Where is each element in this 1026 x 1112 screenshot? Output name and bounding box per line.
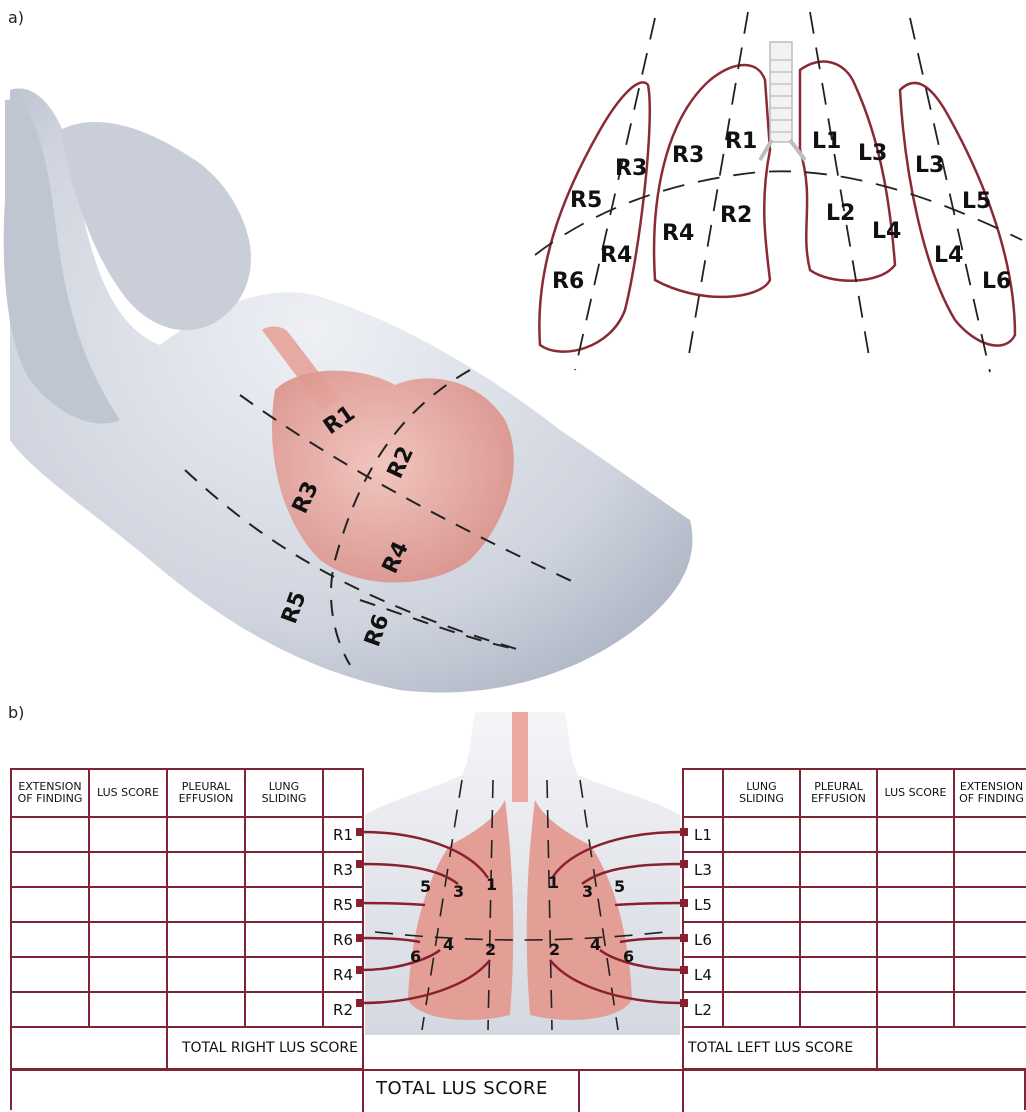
total-row-left-cell[interactable] [12, 1071, 364, 1112]
zone-label-l4: L4 [683, 957, 723, 992]
score-cell[interactable] [11, 957, 89, 992]
chest-number: 3 [453, 882, 464, 901]
score-cell[interactable] [723, 992, 800, 1027]
total-right-label: TOTAL RIGHT LUS SCORE [167, 1027, 363, 1069]
score-cell[interactable] [877, 992, 954, 1027]
score-cell[interactable] [167, 992, 245, 1027]
chest-number: 1 [548, 873, 559, 892]
zone-label-r2: R2 [323, 992, 363, 1027]
score-cell[interactable] [877, 922, 954, 957]
score-cell[interactable] [800, 887, 877, 922]
zone-label-r5: R5 [323, 887, 363, 922]
zone-label-l5: L5 [683, 887, 723, 922]
score-cell[interactable] [723, 817, 800, 852]
score-cell[interactable] [954, 817, 1026, 852]
score-cell[interactable] [167, 887, 245, 922]
score-cell[interactable] [245, 817, 323, 852]
chest-number: 4 [590, 935, 601, 954]
left-header-extension: EXTENSION OF FINDING [954, 769, 1026, 817]
zone-label-l3: L3 [683, 852, 723, 887]
score-cell[interactable] [167, 957, 245, 992]
score-cell[interactable] [89, 957, 167, 992]
chest-number: 2 [549, 940, 560, 959]
score-cell[interactable] [723, 887, 800, 922]
score-cell[interactable] [89, 817, 167, 852]
total-lus-score-label: TOTAL LUS SCORE [376, 1078, 548, 1099]
zone-label-r4: R4 [323, 957, 363, 992]
zone-label-l1: L1 [683, 817, 723, 852]
chest-number: 3 [582, 882, 593, 901]
left-header-lung-sliding: LUNG SLIDING [723, 769, 800, 817]
score-cell[interactable] [877, 817, 954, 852]
score-cell[interactable] [954, 922, 1026, 957]
score-cell[interactable] [167, 852, 245, 887]
total-left-label: TOTAL LEFT LUS SCORE [683, 1027, 877, 1069]
chest-number: 6 [410, 947, 421, 966]
chest-number: 1 [486, 875, 497, 894]
zone-label-r3: R3 [323, 852, 363, 887]
chest-number: 5 [614, 877, 625, 896]
score-cell[interactable] [954, 852, 1026, 887]
score-cell[interactable] [89, 992, 167, 1027]
chest-number: 6 [623, 947, 634, 966]
score-cell[interactable] [11, 887, 89, 922]
zone-label-r1: R1 [323, 817, 363, 852]
score-cell[interactable] [245, 957, 323, 992]
score-cell[interactable] [11, 817, 89, 852]
score-cell[interactable] [800, 992, 877, 1027]
right-header-pleural-effusion: PLEURAL EFFUSION [167, 769, 245, 817]
total-right-value[interactable] [11, 1027, 167, 1069]
right-header-lung-sliding: LUNG SLIDING [245, 769, 323, 817]
score-cell[interactable] [245, 887, 323, 922]
score-cell[interactable] [167, 817, 245, 852]
score-cell[interactable] [954, 992, 1026, 1027]
right-header-lus-score: LUS SCORE [89, 769, 167, 817]
score-cell[interactable] [877, 887, 954, 922]
chest-number: 4 [443, 935, 454, 954]
score-cell[interactable] [245, 922, 323, 957]
right-header-extension: EXTENSION OF FINDING [11, 769, 89, 817]
zone-label-l6: L6 [683, 922, 723, 957]
score-cell[interactable] [11, 852, 89, 887]
score-cell[interactable] [89, 887, 167, 922]
zone-label-r6: R6 [323, 922, 363, 957]
score-cell[interactable] [11, 992, 89, 1027]
chest-number: 5 [420, 877, 431, 896]
left-header-pleural-effusion: PLEURAL EFFUSION [800, 769, 877, 817]
chest-number: 2 [485, 940, 496, 959]
score-cell[interactable] [89, 922, 167, 957]
right-lus-table: EXTENSION OF FINDING LUS SCORE PLEURAL E… [10, 768, 364, 1070]
score-cell[interactable] [877, 852, 954, 887]
score-cell[interactable] [89, 852, 167, 887]
score-cell[interactable] [167, 922, 245, 957]
score-cell[interactable] [800, 957, 877, 992]
right-header-zone [323, 769, 363, 817]
score-cell[interactable] [954, 887, 1026, 922]
score-cell[interactable] [800, 817, 877, 852]
left-header-lus-score: LUS SCORE [877, 769, 954, 817]
total-left-value[interactable] [877, 1027, 1026, 1069]
score-cell[interactable] [245, 852, 323, 887]
score-cell[interactable] [723, 852, 800, 887]
left-header-zone [683, 769, 723, 817]
score-cell[interactable] [11, 922, 89, 957]
score-cell[interactable] [954, 957, 1026, 992]
score-cell[interactable] [877, 957, 954, 992]
score-cell[interactable] [800, 852, 877, 887]
zone-label-l2: L2 [683, 992, 723, 1027]
score-cell[interactable] [800, 922, 877, 957]
score-cell[interactable] [723, 957, 800, 992]
left-lus-table: LUNG SLIDING PLEURAL EFFUSION LUS SCORE … [682, 768, 1026, 1070]
total-row-value-cell[interactable] [578, 1071, 684, 1112]
score-cell[interactable] [245, 992, 323, 1027]
score-cell[interactable] [723, 922, 800, 957]
